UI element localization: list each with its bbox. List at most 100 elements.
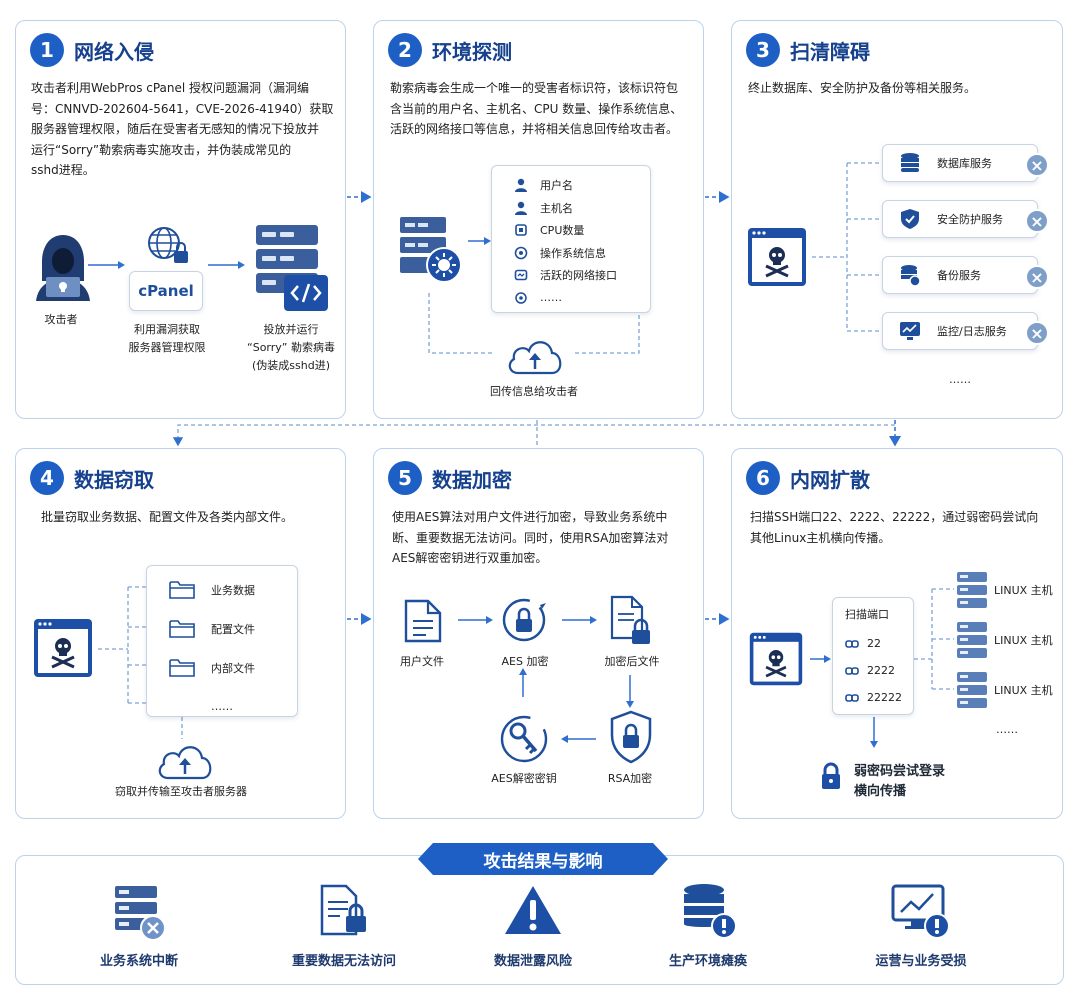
impact-label: 数据泄露风险 xyxy=(493,954,572,969)
step4-description: 批量窃取业务数据、配置文件及各类内部文件。 xyxy=(41,507,341,528)
user-file-icon xyxy=(404,599,442,643)
impact-item-data-inaccessible: 重要数据无法访问 xyxy=(269,882,419,969)
identifier-list: 用户名 主机名 CPU数量 操作系统信息 活跃的网络接口 …… xyxy=(491,165,651,313)
desc-line: 含当前的用户名、主机名、CPU 数量、操作系统信息、 xyxy=(390,101,683,116)
step2-panel: 2 环境探测 勒索病毒会生成一个唯一的受害者标识符，该标识符包 含当前的用户名、… xyxy=(373,20,704,419)
impact-item-business-down: 业务系统中断 xyxy=(64,882,214,969)
weak-line: 横向传播 xyxy=(854,784,907,799)
step6-title: 内网扩散 xyxy=(790,467,870,492)
step3-panel: 3 扫清障碍 终止数据库、安全防护及备份等相关服务。 数据库服务 × 安全防护服… xyxy=(731,20,1063,419)
label-line: 利用漏洞获取 xyxy=(134,323,200,336)
list-item: 配置文件 xyxy=(147,609,297,648)
desc-line: 使用AES算法对用户文件进行加密，导致业务系统中 xyxy=(392,510,668,524)
list-item: 内部文件 xyxy=(147,648,297,687)
cpu-icon xyxy=(515,224,527,237)
cpanel-logo: cPanel xyxy=(129,271,203,311)
folder-icon xyxy=(169,619,195,638)
port-item: 2222 xyxy=(845,657,913,684)
deploy-label: 投放并运行 “Sorry” 勒索病毒 (伪装成sshd进) xyxy=(236,321,345,375)
stolen-files-list: 业务数据 配置文件 内部文件 …… xyxy=(146,565,298,717)
desc-line: 终止数据库、安全防护及备份等相关服务。 xyxy=(748,81,977,95)
desc-line: 号：CNNVD-202604-5641，CVE-2026-41940）获取 xyxy=(31,101,334,116)
list-item: 主机名 xyxy=(514,197,650,220)
aes-lock-icon xyxy=(502,598,546,642)
folder-icon xyxy=(169,580,195,599)
backup-icon xyxy=(901,265,921,286)
desc-line: 攻击者利用WebPros cPanel 授权问题漏洞（漏洞编 xyxy=(31,81,310,95)
service-label: 备份服务 xyxy=(937,269,981,282)
step2-title: 环境探测 xyxy=(432,39,512,64)
item-label: CPU数量 xyxy=(540,224,585,238)
key-icon xyxy=(500,715,548,763)
weak-line: 弱密码尝试登录 xyxy=(854,764,946,779)
step3-header: 3 扫清障碍 xyxy=(746,33,870,67)
link-icon xyxy=(845,666,859,675)
close-icon: × xyxy=(1025,209,1049,233)
malware-window-icon xyxy=(749,632,803,686)
server-error-icon xyxy=(115,886,166,941)
encrypted-file-icon xyxy=(610,595,650,644)
port-item: 22 xyxy=(845,630,913,657)
desc-line: 其他Linux主机横向传播。 xyxy=(750,530,891,545)
hosts-more: …… xyxy=(996,723,1018,736)
item-label: 主机名 xyxy=(540,201,573,215)
label-line: “Sorry” 勒索病毒 xyxy=(247,341,335,354)
impact-label: 重要数据无法访问 xyxy=(291,954,396,969)
locked-file-icon xyxy=(320,884,366,936)
step5-title: 数据加密 xyxy=(432,467,512,492)
step3-title: 扫清障碍 xyxy=(790,39,870,64)
exfil-branch-lines xyxy=(98,586,183,739)
cloud-upload-icon xyxy=(158,746,212,780)
server-icon xyxy=(957,622,987,658)
result-title: 攻击结果与影响 xyxy=(418,843,668,875)
item-label: …… xyxy=(540,291,562,305)
malware-window-icon xyxy=(34,619,92,677)
linux-host-1: LINUX 主机 xyxy=(956,571,1053,609)
aes-encrypt-label: AES 加密 xyxy=(501,655,549,668)
services-more: …… xyxy=(949,373,971,386)
impact-label: 生产环境瘫痪 xyxy=(668,954,747,969)
warning-icon xyxy=(505,886,561,934)
link-icon xyxy=(845,639,859,648)
cpanel-text: cPanel xyxy=(138,282,194,300)
rsa-shield-icon xyxy=(610,710,652,764)
spread-lines xyxy=(810,588,954,748)
desc-line: 扫描SSH端口22、2222、22222，通过弱密码尝试向 xyxy=(750,510,1039,524)
exfil-label: 窃取并传输至攻击者服务器 xyxy=(115,785,247,798)
encrypted-file-label: 加密后文件 xyxy=(604,655,660,668)
arrow-right-icon xyxy=(468,237,491,245)
host-label: LINUX 主机 xyxy=(994,684,1053,697)
folder-icon xyxy=(169,658,195,677)
list-item: 业务数据 xyxy=(147,570,297,609)
list-item: 操作系统信息 xyxy=(514,242,650,265)
network-icon xyxy=(514,269,528,281)
list-item: CPU数量 xyxy=(514,219,650,242)
step1-panel: 1 网络入侵 攻击者利用WebPros cPanel 授权问题漏洞（漏洞编 号：… xyxy=(15,20,346,419)
step6-header: 6 内网扩散 xyxy=(746,461,870,495)
service-label: 数据库服务 xyxy=(937,157,992,170)
user-icon xyxy=(515,179,527,193)
arrow-right-icon xyxy=(88,261,125,269)
service-item-backup: 备份服务 × xyxy=(882,256,1049,294)
service-item-security: 安全防护服务 × xyxy=(882,200,1049,238)
folder-more: …… xyxy=(211,700,233,713)
os-icon xyxy=(514,246,528,260)
step1-number: 1 xyxy=(30,33,64,67)
encryption-flow-arrows xyxy=(458,616,634,743)
host-label: LINUX 主机 xyxy=(994,584,1053,597)
desc-line: sshd进程。 xyxy=(31,163,95,177)
desc-line: 勒索病毒会生成一个唯一的受害者标识符，该标识符包 xyxy=(390,81,679,95)
port-label: 22 xyxy=(867,637,881,650)
server-icon xyxy=(957,572,987,608)
shield-icon xyxy=(901,209,919,229)
step3-number: 3 xyxy=(746,33,780,67)
impact-label: 业务系统中断 xyxy=(99,954,178,969)
arrow-right-icon xyxy=(208,261,245,269)
port-scan-box: 扫描端口 22 2222 22222 xyxy=(832,597,914,715)
folder-label: 配置文件 xyxy=(211,622,255,636)
infected-server-icon xyxy=(400,217,462,283)
port-item: 22222 xyxy=(845,684,913,711)
server-icon xyxy=(957,672,987,708)
lock-icon xyxy=(822,762,840,789)
attacker-label: 攻击者 xyxy=(44,313,78,326)
